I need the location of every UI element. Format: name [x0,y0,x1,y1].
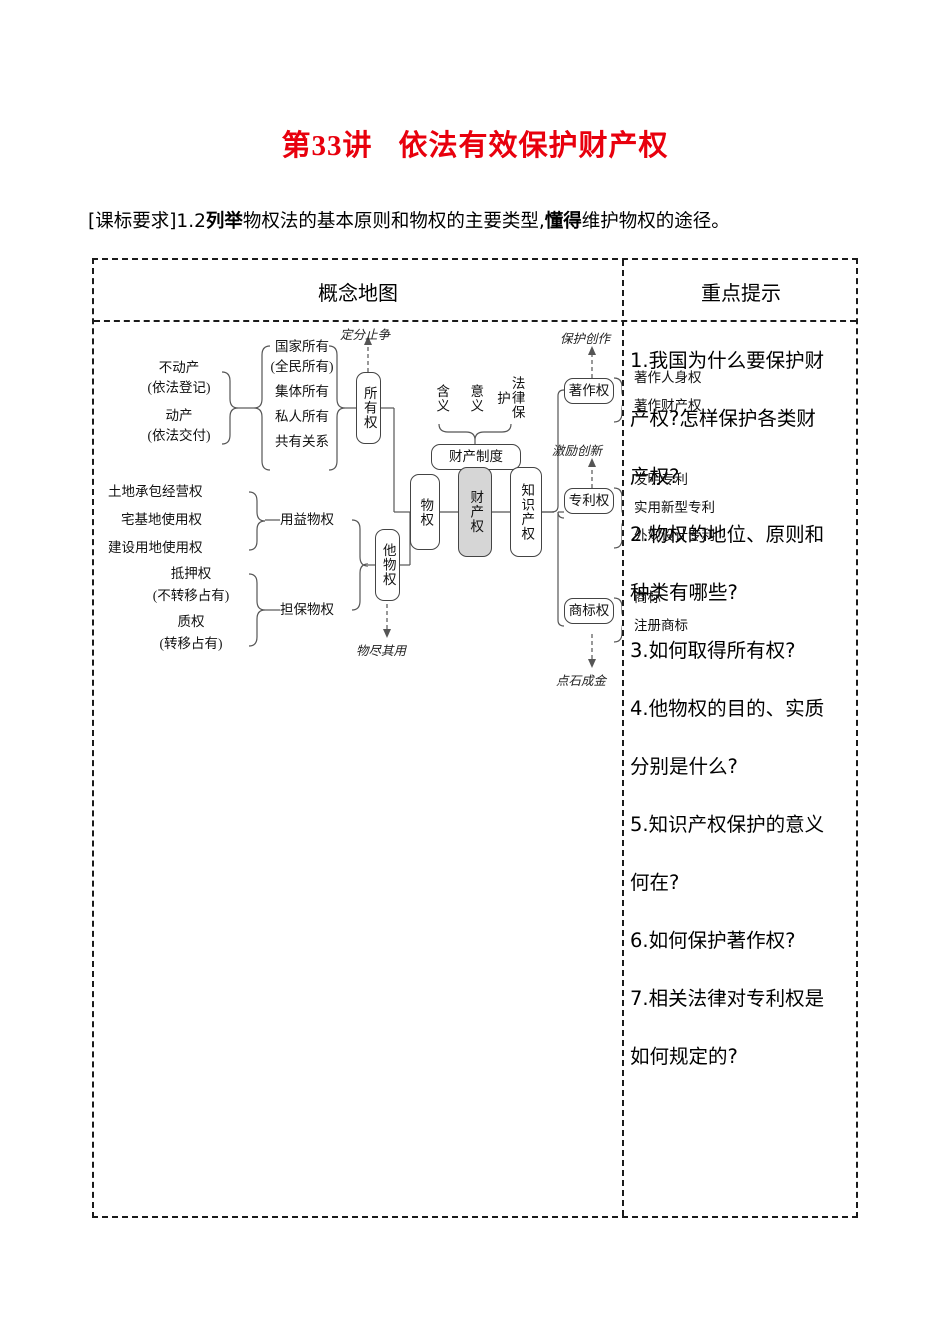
key-point-line: 1.我国为什么要保护财 [630,349,825,372]
key-point-line: 如何规定的? [630,1045,738,1068]
patent-item-design: 外观设计专利 [634,528,715,543]
annotation-dian-shi-cheng-jin: 点石成金 [556,674,607,688]
usufruct-item-land-contract: 土地承包经营权 [108,484,203,499]
requirement-suffix: 维护物权的途径。 [581,211,730,232]
curriculum-requirement: [课标要求]1.2列举物权法的基本原则和物权的主要类型,懂得维护物权的途径。 [88,207,888,233]
requirement-prefix: [课标要求]1.2 [88,211,206,232]
security-item-mortgage-note: (不转移占有) [152,588,230,603]
table-header-row [94,260,856,322]
acquisition-immovable: 不动产 [158,360,200,375]
requirement-bold-1: 列举 [205,211,243,232]
requirement-mid: 物权法的基本原则和物权的主要类型, [242,211,545,232]
key-point-line: 3.如何取得所有权? [630,639,796,662]
patent-item-utility-model: 实用新型专利 [634,500,715,515]
usufruct-item-homestead: 宅基地使用权 [121,512,202,527]
concept-map-diagram: 不动产 (依法登记) 动产 (依法交付) 国家所有 (全民所有) 集体所有 私人… [94,322,715,1218]
node-trademark: 商标权 [564,598,614,624]
page-title: 第33讲依法有效保护财产权 [0,122,950,164]
ownership-type-collective: 集体所有 [275,384,329,399]
node-intellectual-property: 知识产权 [510,467,542,557]
key-point-line: 6.如何保护著作权? [630,929,796,952]
header-key-points: 重点提示 [701,280,781,305]
key-point-line: 7.相关法律对专利权是 [630,987,825,1010]
security-item-pledge-note: (转移占有) [159,636,223,651]
key-point-line: 产权?怎样保护各类财 [630,407,816,430]
annotation-wu-jin-qi-yong: 物尽其用 [356,644,407,658]
node-property-rights: 财产权 [458,467,492,557]
key-point-line: 种类有哪些? [630,581,738,604]
aspect-legal-protection: 法律保护 [495,374,525,422]
lecture-number: 第33讲 [281,130,373,162]
column-divider [622,260,624,1216]
annotation-ji-li-chuang-xin: 激励创新 [552,444,603,458]
usufruct-item-construction-land: 建设用地使用权 [108,540,203,555]
ownership-type-state: 国家所有 [275,339,329,354]
key-points-column: 1.我国为什么要保护财 产权?怎样保护各类财 产权? 2.物权的地位、原则和 种… [624,322,860,1218]
node-real-rights: 物权 [410,474,440,550]
key-point-line: 何在? [630,871,680,894]
node-other-real-rights: 他物权 [375,529,400,601]
copyright-item-economic-rights: 著作财产权 [634,398,702,413]
patent-item-invention: 发明专利 [634,472,688,487]
key-point-line: 产权? [630,465,680,488]
security-item-pledge: 质权 [177,614,205,629]
aspect-significance: 意义 [466,374,484,422]
ownership-type-state-note: (全民所有) [270,359,334,374]
content-table: 概念地图 重点提示 1.我国为什么要保护财 产权?怎样保护各类财 产权? 2.物… [92,258,858,1218]
trademark-item-mark: 商标 [634,590,661,605]
key-point-line: 分别是什么? [630,755,738,778]
acquisition-immovable-note: (依法登记) [147,380,211,395]
aspect-meaning: 含义 [432,374,450,422]
security-item-mortgage: 抵押权 [170,566,212,581]
node-security-right: 担保物权 [280,602,334,617]
acquisition-movable: 动产 [165,408,193,423]
key-point-line: 5.知识产权保护的意义 [630,813,825,836]
copyright-item-moral-rights: 著作人身权 [634,370,702,385]
lecture-heading: 依法有效保护财产权 [398,128,669,162]
node-usufruct: 用益物权 [280,512,334,527]
node-property-system: 财产制度 [431,444,521,470]
node-patent: 专利权 [564,488,614,514]
header-concept-map: 概念地图 [318,280,398,305]
key-point-line: 2.物权的地位、原则和 [630,523,825,546]
requirement-bold-2: 懂得 [544,211,582,232]
annotation-ding-fen-zhi-zheng: 定分止争 [340,328,391,342]
concept-map-connectors [221,336,622,668]
node-ownership: 所有权 [356,372,381,444]
acquisition-movable-note: (依法交付) [147,428,211,443]
ownership-type-joint: 共有关系 [275,434,329,449]
ownership-type-private: 私人所有 [275,409,329,424]
key-point-line: 4.他物权的目的、实质 [630,697,825,720]
annotation-bao-hu-chuang-zuo: 保护创作 [560,332,611,346]
trademark-item-registered: 注册商标 [634,618,688,633]
node-copyright: 著作权 [564,378,614,404]
